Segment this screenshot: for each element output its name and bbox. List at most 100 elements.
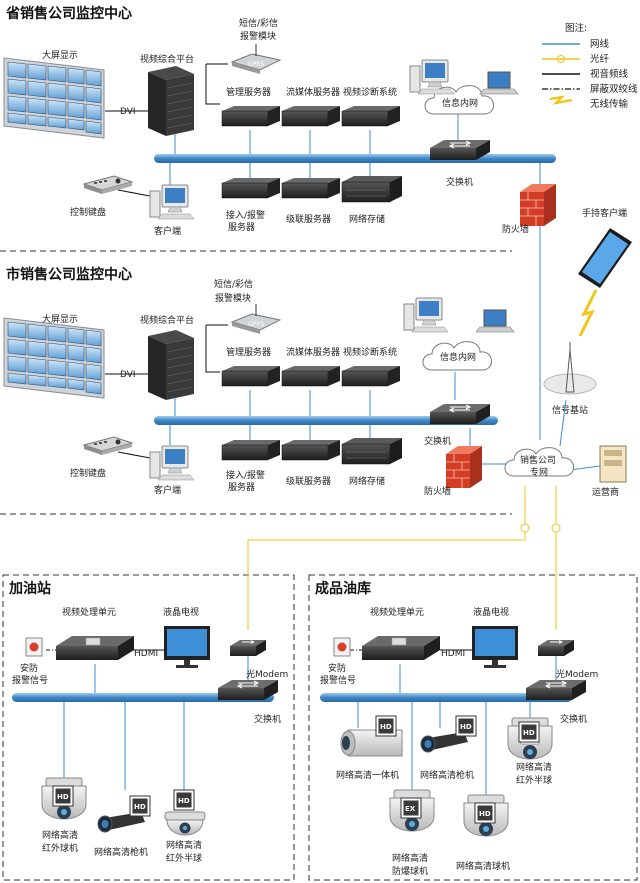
gas-switch — [217, 679, 279, 701]
city-sms-label-1: 短信/彩信 — [214, 278, 253, 290]
depot-integrated-label: 网络高清一体机 — [336, 769, 399, 781]
gas-modem-label: 光Modem — [246, 668, 288, 680]
legend-network: 网线 — [590, 38, 610, 50]
gas-switch-label: 交换机 — [254, 713, 281, 725]
gas-bullet-label: 网络高清枪机 — [94, 846, 148, 858]
city-storage-label: 网络存储 — [349, 475, 385, 487]
depot-dome-label: 网络高清球机 — [456, 860, 510, 872]
province-diag-server — [341, 105, 401, 127]
province-video-platform-label: 视频综合平台 — [140, 53, 194, 65]
province-title: 省销售公司监控中心 — [5, 5, 132, 22]
province-client-pc — [149, 184, 195, 220]
badge-text: HD — [57, 793, 69, 801]
depot-explosion-label-1: 网络高清 — [392, 852, 428, 864]
city-access-label-2: 服务器 — [228, 481, 255, 493]
city-gprs-module: GPRS — [230, 304, 282, 334]
depot-vpu-label: 视频处理单元 — [370, 606, 424, 618]
province-video-platform — [147, 65, 195, 137]
depot-title: 成品油库 — [315, 580, 371, 597]
base-station-label: 信号基站 — [552, 404, 588, 416]
legend-title: 图注: — [565, 22, 587, 34]
depot-hdmi-label: HDMI — [441, 649, 465, 659]
depot-switch — [525, 679, 587, 701]
depot-explosion-label-2: 防爆球机 — [392, 865, 428, 877]
gas-alarm-icon — [25, 637, 43, 657]
legend-av: 视音频线 — [590, 68, 629, 80]
city-cascade-label: 级联服务器 — [286, 475, 331, 487]
city-keyboard — [83, 436, 133, 456]
city-mgmt-label: 管理服务器 — [226, 346, 271, 358]
province-cascade-server — [281, 177, 341, 199]
legend-fiber: 光纤 — [590, 53, 610, 65]
province-storage — [341, 175, 403, 203]
province-diag-label: 视频诊断系统 — [343, 86, 397, 98]
province-cascade-label: 级联服务器 — [286, 213, 331, 225]
gas-vpu — [55, 635, 135, 661]
depot-backbone — [320, 693, 572, 702]
badge-text: HD — [523, 729, 535, 737]
badge-text: GPRS — [248, 321, 264, 328]
city-switch — [429, 403, 491, 425]
city-storage — [341, 437, 403, 465]
legend-stp: 屏蔽双绞线 — [590, 83, 638, 95]
city-stream-label: 流媒体服务器 — [286, 346, 340, 358]
city-keyboard-label: 控制键盘 — [70, 467, 106, 479]
sales-network-label-2: 专网 — [530, 466, 548, 478]
depot-modem-label: 光Modem — [556, 668, 598, 680]
depot-switch-label: 交换机 — [560, 713, 587, 725]
city-client-label: 客户端 — [154, 484, 181, 496]
city-sms-label-2: 报警模块 — [215, 292, 251, 304]
gas-station-frame — [2, 574, 295, 881]
gas-lcd-label: 液晶电视 — [163, 606, 199, 618]
depot-optical-modem — [537, 639, 575, 657]
badge-text: HD — [178, 797, 190, 805]
province-firewall — [519, 183, 557, 227]
city-diag-server — [341, 365, 401, 387]
province-switch — [429, 139, 491, 161]
depot-alarm-label-2: 报警信号 — [320, 674, 356, 686]
depot-frame — [308, 574, 638, 881]
province-keyboard-label: 控制键盘 — [70, 206, 106, 218]
legend: 图注: 网线 光纤 视音频线 屏蔽双绞线 无线传输 — [530, 8, 638, 110]
gas-half-dome-camera — [164, 811, 206, 836]
depot-half-dome-label-2: 红外半球 — [516, 774, 552, 786]
province-mgmt-server — [221, 105, 281, 127]
city-access-label-1: 接入/报警 — [226, 469, 265, 481]
city-cascade-server — [281, 439, 341, 461]
city-client-pc — [149, 445, 195, 481]
gas-half-dome-label-2: 红外半球 — [166, 852, 202, 864]
province-backbone — [154, 154, 556, 163]
badge-text: HD — [479, 810, 491, 818]
badge-text: HD — [380, 723, 392, 731]
gas-ir-dome-label-2: 红外球机 — [42, 842, 78, 854]
depot-half-dome-label-1: 网络高清 — [516, 761, 552, 773]
city-backbone — [154, 416, 498, 425]
gas-ir-dome-label-1: 网络高清 — [42, 829, 78, 841]
province-switch-label: 交换机 — [446, 176, 473, 188]
gas-alarm-label-1: 安防 — [20, 662, 38, 674]
badge-text: EX — [405, 805, 416, 813]
city-title: 市销售公司监控中心 — [6, 266, 132, 283]
badge-text: HD — [460, 723, 472, 731]
depot-lcd-label: 液晶电视 — [473, 606, 509, 618]
operator-label: 运营商 — [592, 486, 619, 498]
city-video-platform-label: 视频综合平台 — [140, 314, 194, 326]
sales-network-label-1: 销售公司 — [520, 454, 556, 466]
province-dvi-label: DVI — [120, 107, 136, 117]
province-sms-label-1: 短信/彩信 — [239, 17, 278, 29]
province-mgmt-label: 管理服务器 — [226, 86, 271, 98]
gas-lcd-tv — [164, 626, 210, 668]
city-intranet-label: 信息内网 — [440, 351, 476, 363]
city-big-screen-label: 大屏显示 — [42, 313, 78, 325]
gas-vpu-label: 视频处理单元 — [62, 606, 116, 618]
gas-half-dome-label-1: 网络高清 — [166, 839, 202, 851]
city-switch-label: 交换机 — [424, 435, 451, 447]
province-intranet-laptop — [479, 71, 519, 95]
depot-lcd-tv — [472, 626, 518, 668]
depot-bullet-label: 网络高清枪机 — [420, 769, 474, 781]
depot-alarm-label-1: 安防 — [328, 662, 346, 674]
province-stream-label: 流媒体服务器 — [286, 86, 340, 98]
province-access-label-2: 服务器 — [228, 221, 255, 233]
province-access-server — [221, 177, 281, 199]
province-big-screen-label: 大屏显示 — [42, 49, 78, 61]
